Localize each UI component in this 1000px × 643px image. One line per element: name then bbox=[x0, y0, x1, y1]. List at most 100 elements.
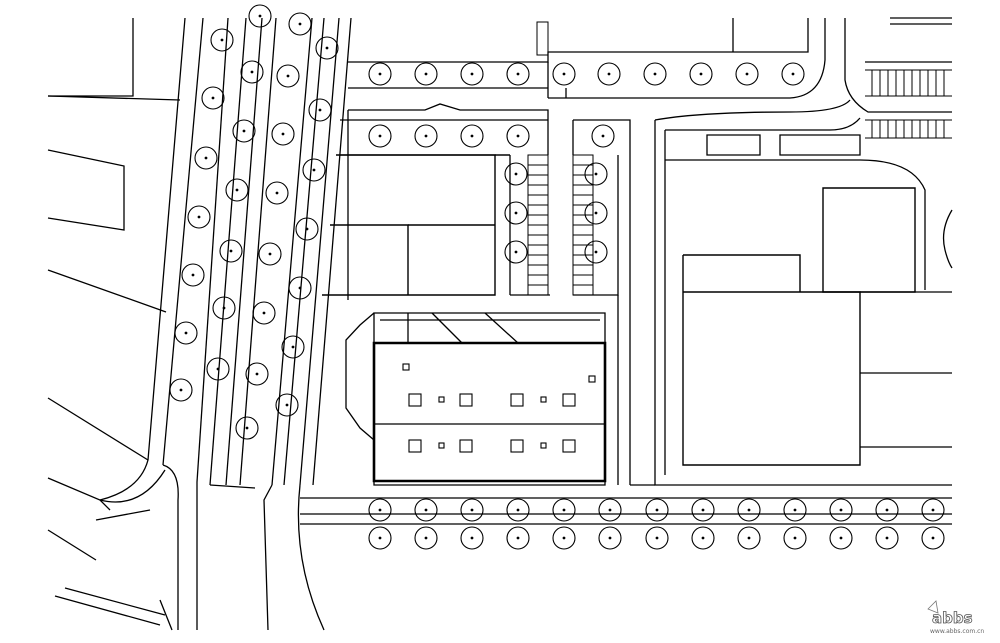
tree-trunk-dot bbox=[470, 134, 474, 138]
tree-trunk-dot bbox=[255, 372, 259, 376]
tree-symbol bbox=[584, 201, 608, 225]
tree-trunk-dot bbox=[607, 72, 611, 76]
tree-symbol bbox=[460, 62, 484, 86]
tree-trunk-dot bbox=[378, 72, 382, 76]
tree-symbol bbox=[210, 28, 234, 52]
watermark-url: www.abbs.com.cn bbox=[930, 628, 984, 635]
tree-trunk-dot bbox=[275, 191, 279, 195]
tree-trunk-dot bbox=[514, 172, 518, 176]
tree-trunk-dot bbox=[250, 70, 254, 74]
tree-trunk-dot bbox=[378, 536, 382, 540]
tree-symbol bbox=[414, 62, 438, 86]
stairs-right bbox=[572, 154, 631, 485]
tree-trunk-dot bbox=[516, 536, 520, 540]
tree-symbol bbox=[460, 498, 484, 522]
tree-trunk-dot bbox=[285, 403, 289, 407]
tree-trunk-dot bbox=[424, 134, 428, 138]
tree-trunk-dot bbox=[514, 211, 518, 215]
parking-stalls-top bbox=[865, 69, 952, 139]
tree-trunk-dot bbox=[222, 306, 226, 310]
tree-symbol bbox=[735, 62, 759, 86]
tree-symbol bbox=[781, 62, 805, 86]
tree-symbol bbox=[584, 240, 608, 264]
tree-trunk-dot bbox=[204, 156, 208, 160]
tree-symbol bbox=[504, 201, 528, 225]
boulevard bbox=[99, 17, 352, 631]
tree-symbol bbox=[368, 62, 392, 86]
tree-trunk-dot bbox=[378, 134, 382, 138]
tree-trunk-dot bbox=[931, 508, 935, 512]
tree-trunk-dot bbox=[179, 388, 183, 392]
tree-symbol bbox=[598, 498, 622, 522]
tree-trunk-dot bbox=[286, 74, 290, 78]
tree-trunk-dot bbox=[516, 508, 520, 512]
tree-symbol bbox=[414, 498, 438, 522]
tree-trunk-dot bbox=[747, 508, 751, 512]
tree-symbol bbox=[206, 357, 230, 381]
tree-symbol bbox=[506, 62, 530, 86]
tree-trunk-dot bbox=[701, 536, 705, 540]
tree-trunk-dot bbox=[470, 72, 474, 76]
tree-trunk-dot bbox=[184, 331, 188, 335]
tree-trunk-dot bbox=[655, 536, 659, 540]
tree-symbol bbox=[271, 122, 295, 146]
tree-symbol bbox=[829, 526, 853, 550]
tree-symbol bbox=[248, 4, 272, 28]
tree-symbol bbox=[212, 296, 236, 320]
tree-trunk-dot bbox=[885, 508, 889, 512]
tree-symbol bbox=[506, 526, 530, 550]
tree-trunk-dot bbox=[931, 536, 935, 540]
tree-trunk-dot bbox=[470, 508, 474, 512]
stairs-left bbox=[527, 154, 549, 296]
tree-trunk-dot bbox=[745, 72, 749, 76]
tree-trunk-dot bbox=[298, 286, 302, 290]
tree-symbol bbox=[288, 12, 312, 36]
tree-trunk-dot bbox=[242, 129, 246, 133]
tree-symbol bbox=[225, 178, 249, 202]
tree-symbol bbox=[194, 146, 218, 170]
tree-symbol bbox=[875, 498, 899, 522]
tree-symbol bbox=[315, 36, 339, 60]
tree-trunk-dot bbox=[298, 22, 302, 26]
tree-symbol bbox=[552, 62, 576, 86]
tree-symbol bbox=[691, 498, 715, 522]
tree-trunk-dot bbox=[594, 250, 598, 254]
tree-symbol bbox=[552, 498, 576, 522]
tree-symbol bbox=[276, 64, 300, 88]
west-blocks bbox=[47, 18, 181, 631]
tree-trunk-dot bbox=[424, 536, 428, 540]
south-street bbox=[300, 315, 952, 525]
tree-symbol bbox=[584, 162, 608, 186]
tree-symbol bbox=[187, 205, 211, 229]
tree-trunk-dot bbox=[312, 168, 316, 172]
tree-symbol bbox=[181, 263, 205, 287]
tree-trunk-dot bbox=[562, 72, 566, 76]
tree-trunk-dot bbox=[258, 14, 262, 18]
tree-symbol bbox=[737, 498, 761, 522]
tree-trunk-dot bbox=[653, 72, 657, 76]
tree-trunk-dot bbox=[608, 536, 612, 540]
tree-trunk-dot bbox=[281, 132, 285, 136]
tree-symbol bbox=[737, 526, 761, 550]
tree-symbol bbox=[414, 124, 438, 148]
tree-trunk-dot bbox=[424, 72, 428, 76]
trees bbox=[169, 4, 945, 550]
tree-symbol bbox=[691, 526, 715, 550]
tree-symbol bbox=[504, 240, 528, 264]
tree-trunk-dot bbox=[514, 250, 518, 254]
tree-symbol bbox=[281, 335, 305, 359]
tree-trunk-dot bbox=[305, 227, 309, 231]
tree-trunk-dot bbox=[885, 536, 889, 540]
tree-symbol bbox=[829, 498, 853, 522]
tree-symbol bbox=[552, 526, 576, 550]
tree-symbol bbox=[506, 498, 530, 522]
tree-trunk-dot bbox=[839, 536, 843, 540]
tree-symbol bbox=[368, 498, 392, 522]
tree-symbol bbox=[265, 181, 289, 205]
tree-symbol bbox=[174, 321, 198, 345]
tree-trunk-dot bbox=[562, 508, 566, 512]
tree-symbol bbox=[643, 62, 667, 86]
tree-trunk-dot bbox=[245, 426, 249, 430]
tree-trunk-dot bbox=[268, 252, 272, 256]
tree-trunk-dot bbox=[793, 536, 797, 540]
